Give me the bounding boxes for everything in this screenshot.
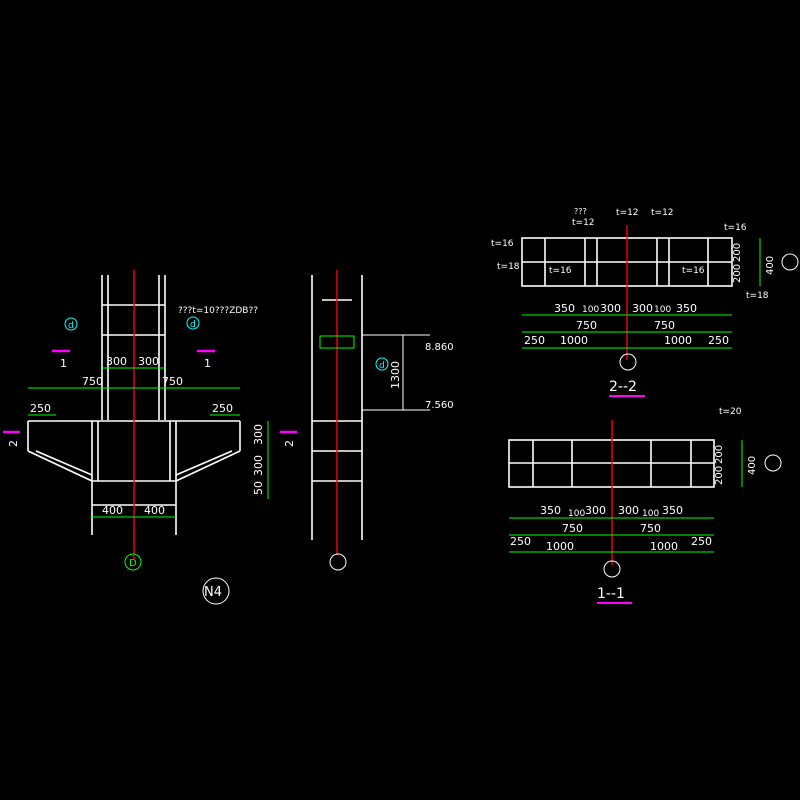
s22-v-400: 400 — [765, 256, 776, 275]
s11-row1-5: 350 — [662, 504, 683, 517]
s11-row3-3: 250 — [691, 535, 712, 548]
s11-row3-2: 1000 — [650, 540, 678, 553]
bracket-left-slope-inner — [35, 450, 93, 476]
s22-row1-4: 100 — [654, 305, 671, 315]
s11-v-200-b: 200 — [714, 466, 725, 485]
s22-label-1: t=12 — [572, 218, 595, 228]
side-elevation-marks — [362, 334, 430, 411]
bracket-right-slope — [175, 450, 241, 482]
bracket-left-slope — [27, 450, 93, 482]
s22-label-6: t=18 — [497, 262, 520, 272]
s11-row1-1: 100 — [568, 509, 585, 519]
s22-label-5: t=16 — [724, 223, 747, 233]
dim-text-300-left: 300 — [106, 355, 127, 368]
s11-row1-4: 100 — [642, 509, 659, 519]
s22-title: 2--2 — [609, 379, 637, 395]
dim-text-300-right: 300 — [138, 355, 159, 368]
s22-row1-3: 300 — [632, 302, 653, 315]
s11-row2-1: 750 — [640, 522, 661, 535]
dim-text-v-300-mid: 300 — [252, 455, 265, 476]
axis-bubble-d — [124, 553, 142, 571]
side-callout-bubble — [375, 357, 389, 371]
s22-row1-0: 350 — [554, 302, 575, 315]
s11-v-200-a: 200 — [714, 445, 725, 464]
dim-text-250-right: 250 — [212, 402, 233, 415]
cut-label-2-left: 2 — [7, 440, 20, 447]
s22-label-0: ??? — [574, 207, 587, 216]
s11-title: 1--1 — [597, 586, 625, 602]
s11-row1-2: 300 — [585, 504, 606, 517]
s11-row2-0: 750 — [562, 522, 583, 535]
dim-text-400-left: 400 — [102, 504, 123, 517]
elevation-labels: ???t=10???ZDB?? 300 300 750 750 250 250 … — [7, 306, 296, 517]
dim-text-750-left: 750 — [82, 375, 103, 388]
s22-row3-1: 1000 — [560, 334, 588, 347]
s22-row3-3: 250 — [708, 334, 729, 347]
s11-row1-3: 300 — [618, 504, 639, 517]
section-1-1-dimensions — [509, 440, 743, 553]
side-callout-text: d — [379, 361, 385, 371]
s22-row1-1: 100 — [582, 305, 599, 315]
s11-v-400: 400 — [747, 456, 758, 475]
section-2-2-dimensions — [522, 238, 761, 349]
elevation-title: N4 — [204, 585, 222, 600]
elevation-callouts: d d D N4 — [64, 316, 230, 605]
s22-row1-5: 350 — [676, 302, 697, 315]
bracket-right-slope-inner — [175, 450, 233, 476]
s22-label-8: t=16 — [682, 266, 705, 276]
side-axis-bubble — [329, 553, 347, 571]
section-2-2-labels: ??? t=12 t=12 t=12 t=16 t=16 t=18 t=16 t… — [491, 207, 776, 347]
elevation-dimensions — [28, 367, 269, 518]
s11-axis-bubble — [603, 560, 621, 578]
s22-label-4: t=16 — [491, 239, 514, 249]
s22-label-3: t=12 — [651, 208, 674, 218]
cut-label-2-right: 2 — [283, 440, 296, 447]
dim-text-v-50: 50 — [252, 481, 265, 495]
side-view-labels: 8.860 7.560 1300 d — [375, 342, 454, 411]
s22-label-7: t=16 — [549, 266, 572, 276]
s22-row2-0: 750 — [576, 319, 597, 332]
section-1-1-labels: t=20 350 100 300 300 100 350 750 750 250… — [510, 407, 758, 553]
elevation-bottom-text: 7.560 — [425, 400, 454, 411]
s22-row2-1: 750 — [654, 319, 675, 332]
s22-label-2: t=12 — [616, 208, 639, 218]
callout-text-right: d — [190, 320, 196, 330]
s22-axis-bubble — [619, 353, 637, 371]
s22-v-200-b: 200 — [732, 264, 743, 283]
dim-text-750-right: 750 — [162, 375, 183, 388]
s22-label-9: t=18 — [746, 291, 769, 301]
s11-row3-1: 1000 — [546, 540, 574, 553]
dim-text-400-right: 400 — [144, 504, 165, 517]
axis-label-d: D — [129, 558, 137, 569]
s11-row1-0: 350 — [540, 504, 561, 517]
s22-row3-2: 1000 — [664, 334, 692, 347]
cut-label-1-left: 1 — [60, 357, 67, 370]
dim-text-v-300-top: 300 — [252, 424, 265, 445]
s11-label-t20: t=20 — [719, 407, 742, 417]
dim-text-1300: 1300 — [389, 361, 402, 389]
elevation-top-text: 8.860 — [425, 342, 454, 353]
s22-side-bubble — [781, 253, 799, 271]
side-detail-box — [319, 335, 355, 349]
callout-bubble-left — [64, 317, 78, 331]
callout-bubble-right — [186, 316, 200, 330]
elevation-section-markers — [3, 349, 297, 434]
detail-title-bubble — [202, 577, 230, 605]
s11-side-bubble — [764, 454, 782, 472]
s22-row3-0: 250 — [524, 334, 545, 347]
cut-label-1-right: 1 — [204, 357, 211, 370]
dim-text-250-left: 250 — [30, 402, 51, 415]
callout-text-left: d — [68, 321, 74, 331]
s22-row1-2: 300 — [600, 302, 621, 315]
s11-row3-0: 250 — [510, 535, 531, 548]
elevation-note: ???t=10???ZDB?? — [178, 306, 258, 316]
s22-v-200-a: 200 — [732, 243, 743, 262]
